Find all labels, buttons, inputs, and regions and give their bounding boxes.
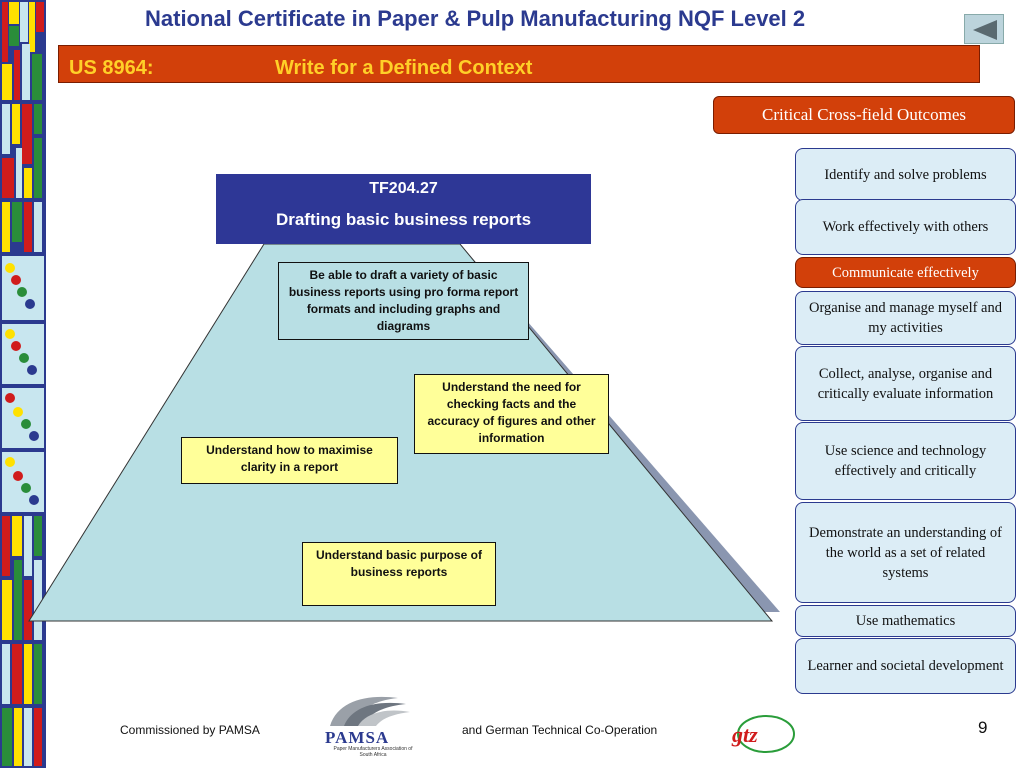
ccfo-item-communicate[interactable]: Communicate effectively <box>795 257 1016 288</box>
footer-commissioned: Commissioned by PAMSA <box>120 723 260 737</box>
ccfo-item-collect-analyse[interactable]: Collect, analyse, organise and criticall… <box>795 346 1016 421</box>
topic-name: Drafting basic business reports <box>216 210 591 230</box>
ccfo-item-science-technology[interactable]: Use science and technology effectively a… <box>795 422 1016 500</box>
gtz-logo-text: gtz <box>731 722 758 747</box>
pamsa-logo-text: PAMSA <box>325 728 389 748</box>
gtz-logo: gtz <box>728 712 796 756</box>
pyramid-item-clarity: Understand how to maximise clarity in a … <box>181 437 398 484</box>
ccfo-item-world-systems[interactable]: Demonstrate an understanding of the worl… <box>795 502 1016 603</box>
footer-cooperation: and German Technical Co-Operation <box>462 723 657 737</box>
topic-header: TF204.27 Drafting basic business reports <box>216 174 591 244</box>
pyramid-item-draft-reports: Be able to draft a variety of basic busi… <box>278 262 529 340</box>
pamsa-logo-subtitle: Paper Manufacturers Association of South… <box>328 746 418 758</box>
pyramid-item-checking-facts: Understand the need for checking facts a… <box>414 374 609 454</box>
topic-code: TF204.27 <box>216 180 591 198</box>
ccfo-item-work-with-others[interactable]: Work effectively with others <box>795 199 1016 255</box>
ccfo-heading: Critical Cross-field Outcomes <box>713 96 1015 134</box>
page-number: 9 <box>978 718 987 738</box>
pyramid-item-purpose: Understand basic purpose of business rep… <box>302 542 496 606</box>
back-arrow-icon <box>971 19 999 41</box>
back-button[interactable] <box>964 14 1004 44</box>
ccfo-item-organise-manage[interactable]: Organise and manage myself and my activi… <box>795 291 1016 345</box>
ccfo-item-mathematics[interactable]: Use mathematics <box>795 605 1016 637</box>
ccfo-item-societal-development[interactable]: Learner and societal development <box>795 638 1016 694</box>
ccfo-item-solve-problems[interactable]: Identify and solve problems <box>795 148 1016 201</box>
pamsa-swoosh-icon <box>318 690 414 730</box>
